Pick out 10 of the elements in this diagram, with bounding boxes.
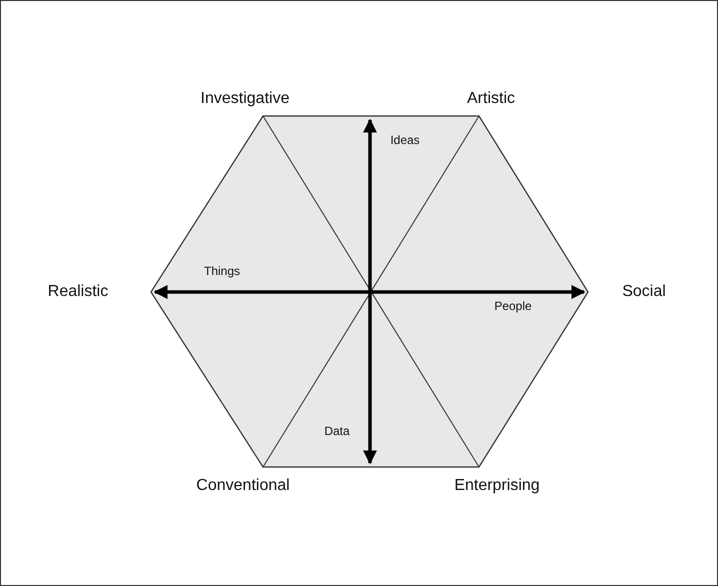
type-label: Social xyxy=(622,284,666,300)
axis-label: People xyxy=(494,300,532,312)
axis-label: Things xyxy=(204,265,240,277)
axis-label: Data xyxy=(324,425,350,437)
type-label: Enterprising xyxy=(454,478,540,494)
type-label: Conventional xyxy=(196,478,290,494)
axis-label: Ideas xyxy=(390,134,420,146)
type-label: Realistic xyxy=(48,284,108,300)
type-label: Artistic xyxy=(467,91,515,107)
type-label: Investigative xyxy=(200,91,290,107)
